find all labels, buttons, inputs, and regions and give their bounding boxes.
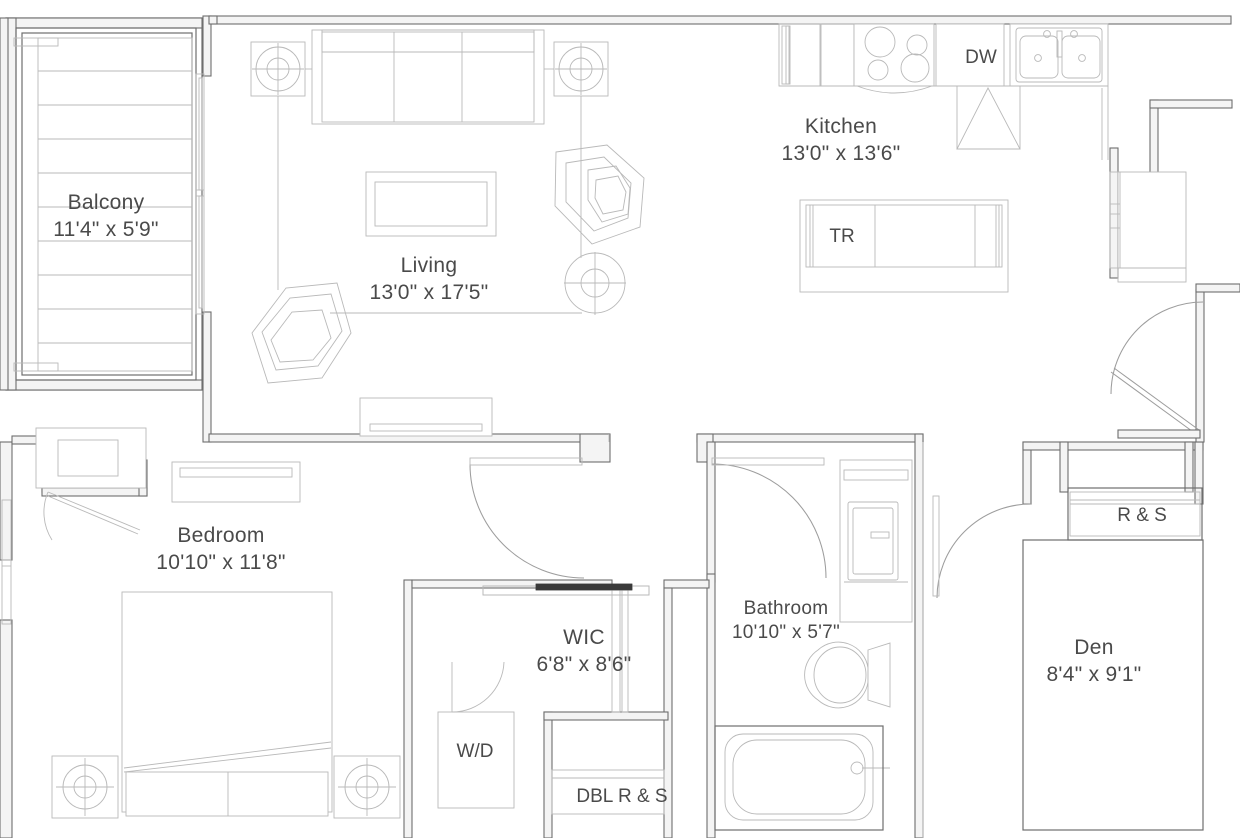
entry-door[interactable] — [1110, 301, 1204, 439]
vanity-sink — [839, 459, 913, 623]
bedroom-window-west — [1, 499, 12, 625]
bathroom-fixtures — [711, 457, 913, 831]
balcony-structure — [0, 17, 203, 391]
nightstand-left — [51, 755, 119, 819]
refrigerator — [1109, 171, 1187, 283]
structural-details — [208, 15, 924, 838]
pendant-hood — [956, 85, 1021, 150]
bedroom-fixtures — [35, 427, 650, 819]
nightstand-right — [333, 755, 401, 819]
armchair-upper — [554, 144, 645, 245]
bathroom-door[interactable] — [711, 457, 827, 579]
bathtub — [714, 725, 890, 831]
end-table-left — [250, 41, 312, 97]
toilet — [804, 641, 891, 709]
balcony-slider[interactable] — [195, 73, 205, 315]
coffee-table — [365, 171, 497, 237]
washer-dryer-unit — [437, 661, 515, 809]
sofa — [311, 29, 545, 125]
bed-queen — [121, 591, 333, 817]
armchair-lower — [251, 282, 352, 384]
double-sink — [1009, 23, 1109, 87]
kitchen-fixtures — [778, 23, 1187, 293]
desk — [35, 427, 147, 541]
den-fixtures — [932, 487, 1204, 831]
den-door[interactable] — [932, 495, 1032, 599]
kitchen-island — [799, 199, 1009, 293]
bedroom-door[interactable] — [469, 457, 650, 596]
floor-lamp-right — [564, 252, 626, 314]
dishwasher — [935, 23, 1005, 87]
end-table-right — [544, 41, 609, 97]
living-furniture — [250, 29, 645, 437]
dresser — [171, 461, 301, 503]
wic-fixtures — [437, 587, 665, 815]
media-console — [359, 397, 493, 437]
range — [853, 23, 935, 94]
balcony-deck-boards — [37, 37, 193, 372]
wic-door[interactable] — [482, 583, 650, 596]
